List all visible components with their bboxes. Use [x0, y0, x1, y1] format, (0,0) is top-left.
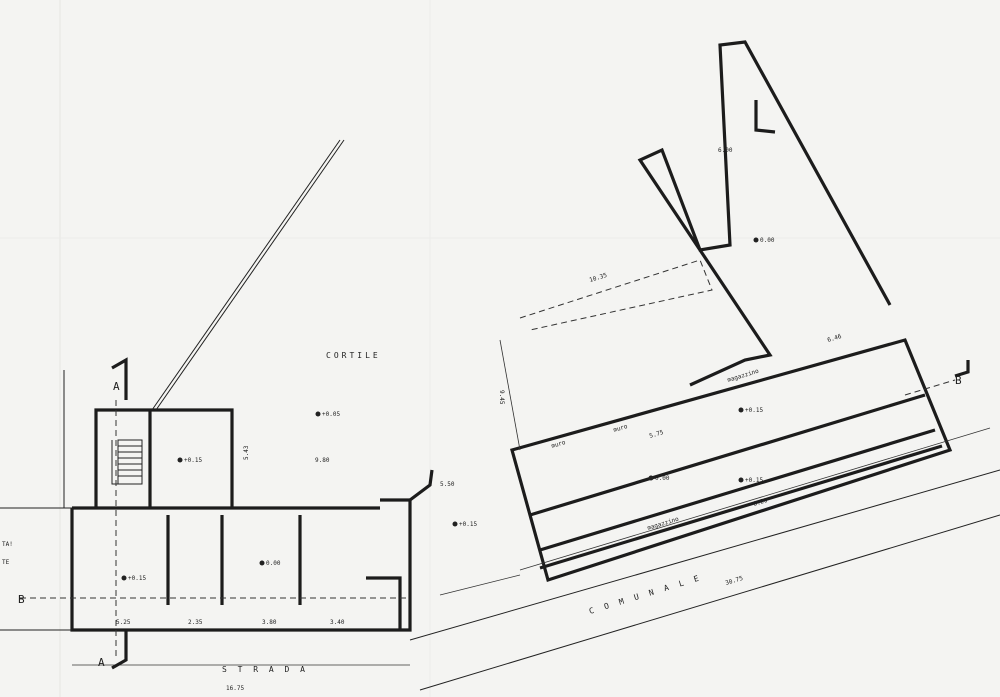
dim-340: 3.40 — [330, 619, 345, 626]
comunale-road-edge-2 — [419, 514, 1000, 691]
level-right-upper: 0.00 — [760, 237, 775, 244]
section-a-bottom-label: A — [98, 656, 105, 669]
level-markers — [121, 237, 759, 581]
left-building — [0, 139, 434, 670]
dim-543: 5.43 — [243, 445, 250, 460]
room-muro-2: muro — [613, 423, 629, 434]
hall-inner-wall-3 — [539, 444, 943, 570]
level-right-lower: 0.00 — [655, 475, 670, 482]
section-b-left-label: B — [18, 593, 25, 606]
section-a-top-marker — [111, 357, 128, 400]
dim-600: 6.00 — [718, 147, 733, 154]
hall-inner-wall — [529, 393, 926, 517]
level-courtyard: +0.05 — [322, 411, 340, 418]
level-marker-right-bottom — [738, 477, 744, 483]
level-marker-courtyard — [315, 411, 321, 417]
left-cut-label-bottom: TE — [2, 559, 10, 566]
level-marker-room-small — [177, 457, 183, 463]
long-hall-outline — [510, 338, 953, 583]
level-marker-side-entry — [452, 521, 458, 527]
upper-annex-wall — [637, 40, 892, 387]
comunale-road-edge — [409, 469, 1000, 641]
dim-575: 5.75 — [649, 429, 665, 440]
staircase — [111, 439, 143, 485]
section-b-line-right — [904, 379, 956, 396]
cortile-label: CORTILE — [326, 351, 381, 360]
north-wing-wall — [94, 408, 234, 508]
strada-label: S T R A D A — [222, 665, 308, 674]
dim-945: 9.45 — [498, 390, 505, 405]
right-building — [409, 40, 1000, 691]
corner-wall — [409, 469, 434, 502]
level-room-left: +0.15 — [128, 575, 146, 582]
dim-380: 3.80 — [262, 619, 277, 626]
hall-inner-wall-2 — [539, 428, 936, 552]
level-marker-right-upper — [753, 237, 759, 243]
level-room-middle: 0.00 — [266, 560, 281, 567]
room-muro-1: muro — [551, 439, 567, 450]
level-side-entry: +0.15 — [459, 521, 477, 528]
section-b-right-marker — [954, 360, 970, 378]
dim-tick-bottom — [439, 574, 521, 596]
dim-strada-length: 16.75 — [226, 685, 244, 692]
left-cut-label-top: TA! — [2, 541, 13, 548]
property-boundary-diagonal — [151, 139, 341, 411]
level-right-bottom: +0.15 — [745, 477, 763, 484]
section-b-right-label: B — [955, 374, 962, 387]
level-room-small: +0.15 — [184, 457, 202, 464]
level-marker-right-lower — [648, 475, 654, 481]
section-a-top-label: A — [113, 380, 120, 393]
dim-550: 5.50 — [440, 481, 455, 488]
dim-646: 6.46 — [827, 333, 843, 344]
dim-tick-left — [499, 339, 521, 451]
property-boundary-diagonal-2 — [155, 139, 345, 411]
level-marker-room-middle — [259, 560, 265, 566]
dim-1035: 10.35 — [589, 272, 609, 284]
level-marker-room-left — [121, 575, 127, 581]
comunale-dimension-line — [519, 427, 991, 571]
annex-wall — [366, 576, 402, 630]
upper-annex-notch — [754, 100, 776, 134]
dim-comunale-length: 30.75 — [725, 575, 745, 587]
dim-235: 2.35 — [188, 619, 203, 626]
left-building-outer-wall — [70, 498, 412, 632]
dim-525: 5.25 — [116, 619, 131, 626]
section-a-bottom-marker — [111, 630, 128, 670]
dim-cortile-width: 9.80 — [315, 457, 330, 464]
dim-820: 8.20 — [753, 497, 769, 508]
projection-dashed — [519, 259, 713, 331]
level-right-mid: +0.15 — [745, 407, 763, 414]
level-marker-right-mid — [738, 407, 744, 413]
